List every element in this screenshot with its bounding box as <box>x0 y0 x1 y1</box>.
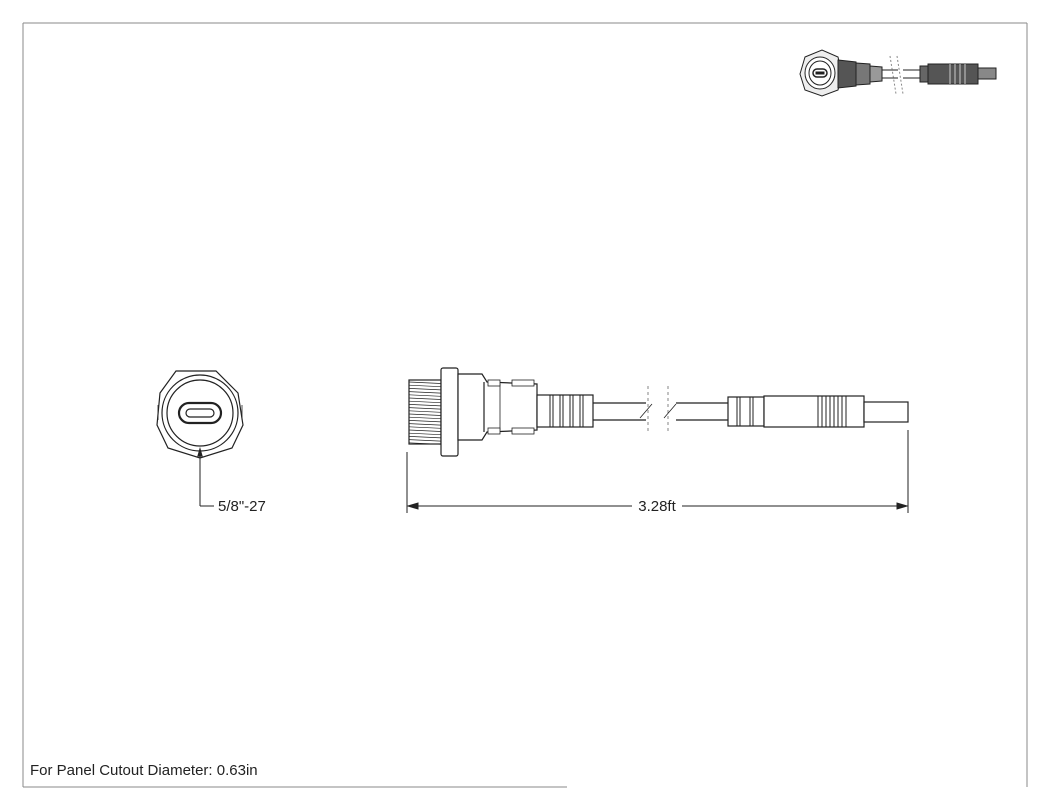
side-view-cable-assembly <box>408 367 909 457</box>
thread-line <box>408 432 442 436</box>
thread-line <box>408 384 442 388</box>
sheet-frame <box>22 22 1028 788</box>
isometric-thumbnail <box>799 49 997 97</box>
thread-line <box>408 394 442 397</box>
thread-callout-label: 5/8"-27 <box>218 498 266 515</box>
thread-line <box>408 436 442 439</box>
thread-line <box>408 391 442 394</box>
thread-line <box>408 400 442 404</box>
thread-line <box>408 423 442 426</box>
cable-break <box>639 386 677 432</box>
thread-line <box>408 420 442 423</box>
plug-strain-relief <box>727 396 765 427</box>
flange <box>440 367 459 457</box>
thread-line <box>408 404 442 407</box>
thread-line <box>408 381 442 384</box>
thread-callout-leader <box>199 456 214 507</box>
strain-relief <box>536 394 594 428</box>
thread-line <box>408 388 442 391</box>
length-dimension <box>406 430 909 513</box>
thread-line <box>408 410 442 413</box>
thread-line <box>408 407 442 410</box>
length-dimension-label: 3.28ft <box>638 498 676 515</box>
thread-line <box>408 442 442 445</box>
thread-line <box>408 397 442 400</box>
thread-line <box>408 413 442 416</box>
connector-body <box>457 373 538 441</box>
thread-line <box>408 426 442 429</box>
thread-line <box>408 416 442 420</box>
thread-line <box>408 429 442 432</box>
plug-tip <box>863 401 909 423</box>
front-view-connector <box>156 370 244 459</box>
thread-line <box>408 439 442 442</box>
panel-cutout-note: For Panel Cutout Diameter: 0.63in <box>30 762 258 779</box>
plug-body <box>763 395 865 428</box>
